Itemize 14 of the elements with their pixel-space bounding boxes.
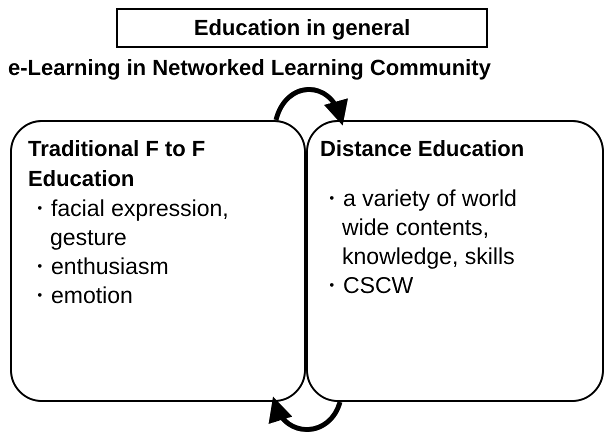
curved-arrow (274, 87, 346, 126)
title-box (116, 8, 488, 48)
rounded-box (306, 120, 604, 402)
box-heading: Traditional F to F Education (28, 135, 206, 193)
curved-arrow (270, 396, 342, 432)
rounded-box (10, 120, 306, 402)
box-title: Education in general (194, 14, 410, 42)
bullet-item: ・CSCW (320, 271, 414, 300)
bullet-item: ・a variety of world wide contents, knowledge, skills (320, 184, 518, 271)
bullet-item: ・emotion (28, 281, 134, 310)
bullet-item: ・facial expression, gesture (28, 194, 230, 252)
bullet-item: ・enthusiasm (28, 252, 170, 281)
box-heading: Distance Education (320, 135, 526, 163)
subtitle: e-Learning in Networked Learning Community (8, 57, 491, 79)
